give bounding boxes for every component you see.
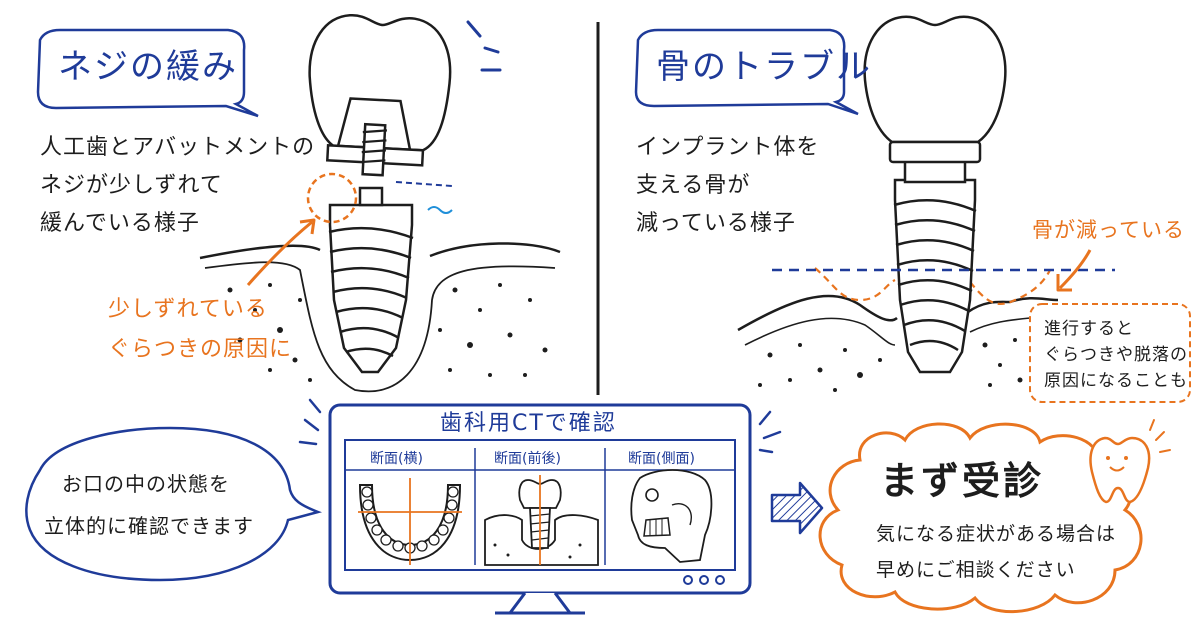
left-wave-mark — [427, 206, 453, 214]
left-bone — [199, 242, 561, 400]
left-panel-title: ネジの緩み — [58, 47, 238, 87]
left-callout-line-1: 少しずれている — [108, 297, 268, 322]
left-gap-highlight — [306, 172, 358, 224]
tooth-mascot-icon — [1089, 419, 1171, 504]
left-desc-line-1: 人工歯とアバットメントの — [40, 135, 316, 160]
monitor-marks — [298, 398, 782, 454]
right-bone — [737, 294, 1060, 400]
right-desc-line-1: インプラント体を — [636, 135, 820, 160]
right-title-bubble — [634, 28, 859, 116]
monitor-title: 歯科用CTで確認 — [440, 411, 617, 436]
consult-title: まず受診 — [880, 459, 1045, 503]
left-callout-line-2: ぐらつきの原因に — [108, 337, 293, 362]
right-note-line-1: 進行すると — [1044, 319, 1134, 339]
consult-line-1: 気になる症状がある場合は — [876, 523, 1117, 545]
left-desc-line-2: ネジが少しずれて — [40, 173, 223, 198]
right-bone-label: 骨が減っている — [1032, 218, 1185, 242]
right-panel-title: 骨のトラブル — [656, 47, 872, 87]
consult-line-2: 早めにご相談ください — [876, 559, 1076, 581]
ct-view-label-1: 断面(横) — [370, 451, 423, 467]
left-gap-line — [395, 181, 453, 187]
left-implant-fixture — [328, 186, 414, 374]
ct-view-label-3: 断面(側面) — [628, 451, 695, 467]
right-note-box — [1029, 303, 1191, 403]
left-desc-line-3: 緩んでいる様子 — [40, 211, 200, 236]
ct-speech-line-1: お口の中の状態を — [62, 472, 230, 496]
next-step-arrow — [770, 481, 824, 535]
left-crown — [308, 14, 452, 177]
right-desc-line-2: 支える骨が — [636, 173, 751, 198]
left-shake-marks — [466, 20, 502, 72]
ct-view-skull — [630, 469, 713, 563]
ct-view-implant — [484, 475, 599, 566]
right-crown — [863, 15, 1007, 164]
ct-view-arch — [358, 478, 462, 565]
right-bone-arrow — [1056, 249, 1092, 292]
right-implant — [893, 158, 977, 374]
left-title-bubble — [36, 28, 259, 118]
ct-speech-bubble — [25, 426, 323, 582]
consult-cloud — [818, 422, 1143, 614]
left-callout-arrow — [246, 218, 316, 286]
ct-view-label-2: 断面(前後) — [494, 451, 561, 467]
right-note-line-2: ぐらつきや脱落の — [1044, 345, 1188, 365]
right-note-line-3: 原因になることも — [1044, 371, 1188, 391]
ct-speech-line-2: 立体的に確認できます — [44, 514, 254, 538]
right-original-bone-line — [814, 267, 1051, 306]
right-desc-line-3: 減っている様子 — [636, 211, 796, 236]
